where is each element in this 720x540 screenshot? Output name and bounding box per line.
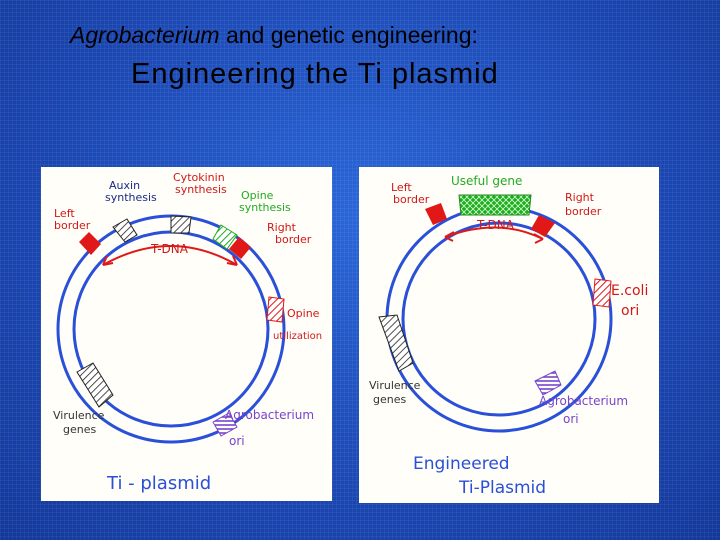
virulence-label-1: Virulence <box>53 409 105 422</box>
tdna-arrowhead-right <box>226 255 238 266</box>
eng-right-border-segment <box>531 215 555 237</box>
eng-left-border-segment <box>425 203 447 225</box>
left-border-label-2: border <box>54 219 91 232</box>
eng-agro-ori-label-1: Agrobacterium <box>539 394 628 408</box>
eng-tdna-arrowhead-right <box>533 233 544 244</box>
agro-ori-segment <box>212 412 238 437</box>
agro-ori-label-1: Agrobacterium <box>225 408 314 422</box>
eng-agro-ori-label-2: ori <box>563 412 579 426</box>
opine-synthesis-label-1: Opine <box>241 189 274 202</box>
useful-gene-label: Useful gene <box>451 174 522 188</box>
opine-utilization-segment <box>266 296 285 323</box>
tdna-label: T-DNA <box>150 242 189 256</box>
opine-util-label-1: Opine <box>287 307 320 320</box>
opine-util-label-2: utilization <box>273 331 322 342</box>
engineered-caption-2: Ti-Plasmid <box>458 478 546 498</box>
virulence-label-2: genes <box>63 423 96 436</box>
tdna-arrow <box>102 245 238 266</box>
ecoli-ori-label-2: ori <box>621 303 639 319</box>
eng-virulence-label-2: genes <box>373 393 406 406</box>
title-organism: Agrobacterium <box>70 22 220 48</box>
left-border-segment <box>79 232 101 255</box>
useful-gene-segment <box>458 194 532 216</box>
eng-left-border-label-1: Left <box>391 181 412 194</box>
ecoli-ori-segment <box>592 278 612 308</box>
ecoli-ori-label-1: E.coli <box>611 283 648 299</box>
title-rest: and genetic engineering: <box>219 22 478 48</box>
eng-tdna-arrowhead-left <box>444 231 455 242</box>
eng-right-border-label-2: border <box>565 205 602 218</box>
eng-tdna-label: T-DNA <box>476 218 515 232</box>
agro-ori-label-2: ori <box>229 434 245 448</box>
eng-agro-ori-segment <box>534 370 562 396</box>
virulence-segment <box>76 362 114 408</box>
ti-plasmid-diagram: Auxin synthesis Left border Cytokinin sy… <box>53 171 322 494</box>
eng-right-border-label-1: Right <box>565 191 595 204</box>
auxin-label-2: synthesis <box>105 191 157 204</box>
slide-title-line2: Engineering the Ti plasmid <box>131 58 499 90</box>
slide-title-line1: Agrobacterium and genetic engineering: <box>70 22 710 49</box>
auxin-segment <box>112 218 138 243</box>
ti-plasmid-caption: Ti - plasmid <box>106 473 211 494</box>
opine-synthesis-label-2: synthesis <box>239 201 291 214</box>
engineered-plasmid-diagram: Useful gene Left border Right border T-D… <box>369 174 648 498</box>
cytokinin-label-1: Cytokinin <box>173 171 225 184</box>
right-border-label-1: Right <box>267 221 297 234</box>
left-border-label-1: Left <box>54 207 75 220</box>
eng-virulence-label-1: Virulence <box>369 379 421 392</box>
opine-synthesis-segment <box>212 224 238 250</box>
cytokinin-segment <box>170 215 192 234</box>
tdna-arrowhead-left <box>102 255 114 266</box>
engineered-plasmid-panel: Useful gene Left border Right border T-D… <box>359 167 659 503</box>
right-border-segment <box>229 237 251 259</box>
right-border-label-2: border <box>275 233 312 246</box>
eng-left-border-label-2: border <box>393 193 430 206</box>
eng-virulence-segment <box>378 314 414 372</box>
eng-ring-inner <box>401 221 597 417</box>
ti-plasmid-panel: Auxin synthesis Left border Cytokinin sy… <box>41 167 332 501</box>
engineered-caption-1: Engineered <box>413 454 510 474</box>
cytokinin-label-2: synthesis <box>175 183 227 196</box>
auxin-label-1: Auxin <box>109 179 140 192</box>
